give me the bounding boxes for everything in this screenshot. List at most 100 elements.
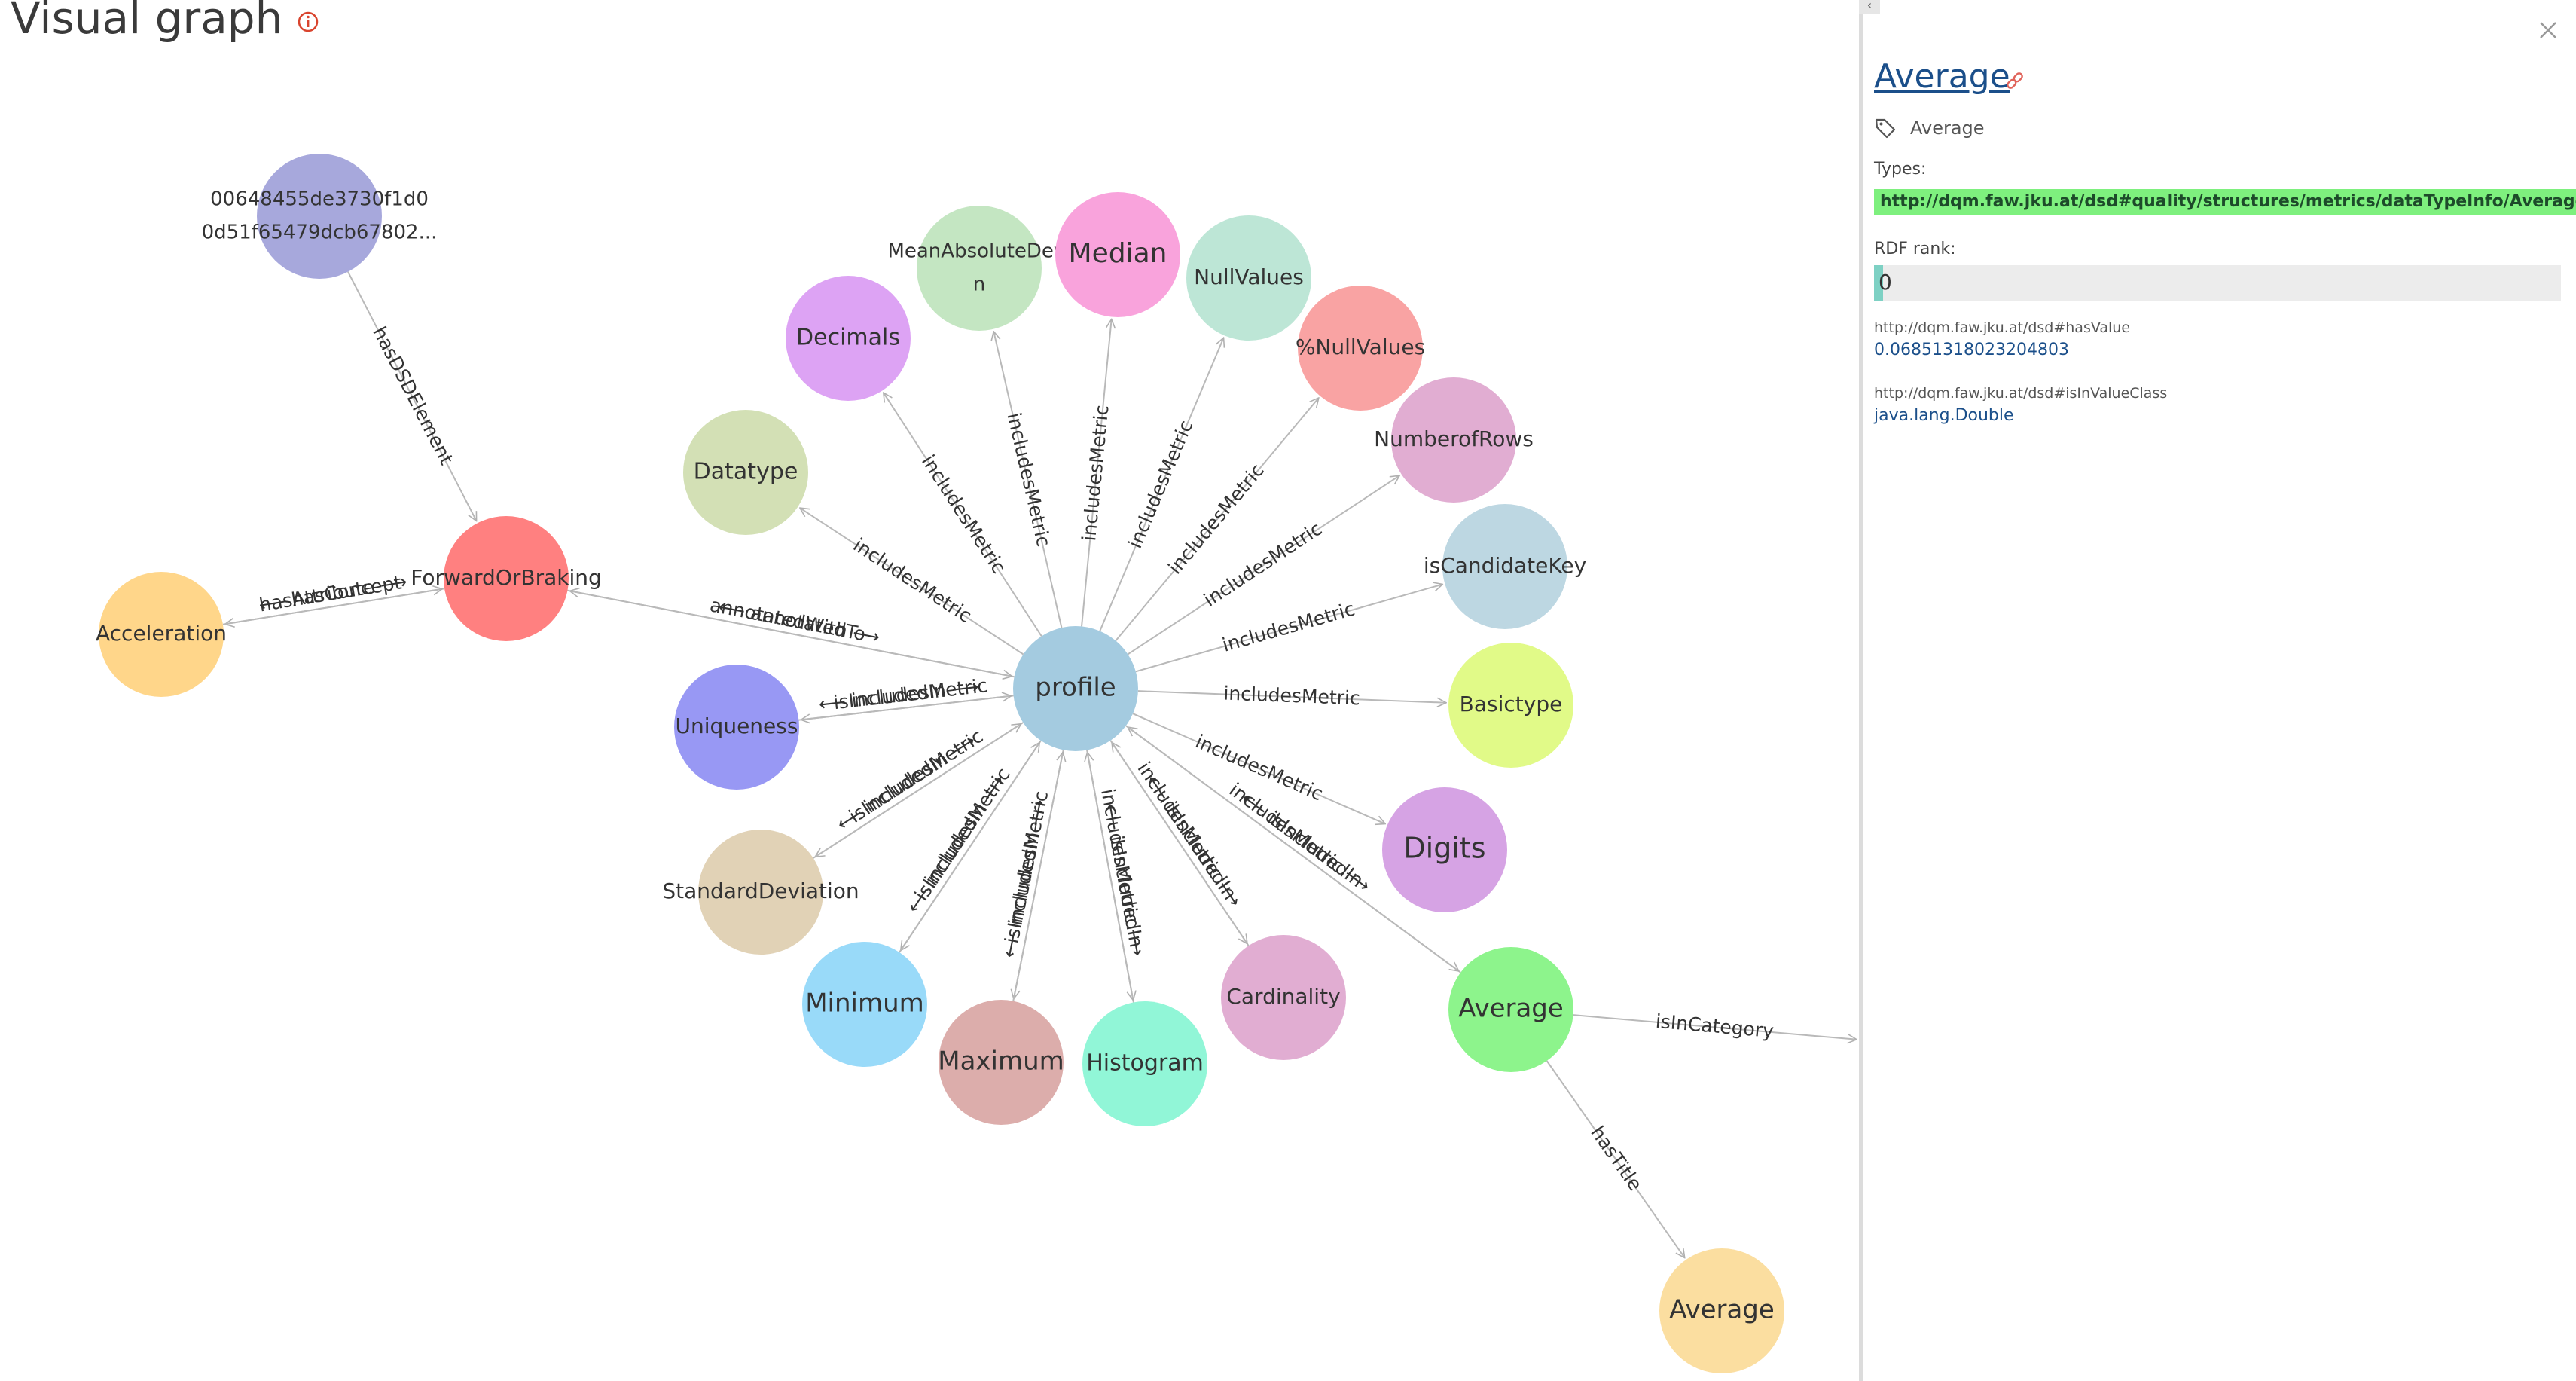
node-circle[interactable] bbox=[1055, 192, 1180, 317]
property-value[interactable]: java.lang.Double bbox=[1874, 406, 2014, 425]
node-circle[interactable] bbox=[1382, 787, 1507, 912]
graph-edge[interactable] bbox=[899, 743, 1039, 953]
edge-label: includesMetric bbox=[1003, 411, 1055, 548]
page-title: Visual graph bbox=[11, 0, 283, 44]
edge-label: includesMetric bbox=[917, 451, 1010, 577]
graph-node-pctnull[interactable]: %NullValues bbox=[1296, 286, 1425, 411]
node-label: NumberofRows bbox=[1374, 426, 1534, 451]
graph-node-median[interactable]: Median bbox=[1055, 192, 1180, 317]
tag-icon bbox=[1875, 118, 1896, 139]
type-uri-link[interactable]: http://dqm.faw.jku.at/dsd#quality/struct… bbox=[1874, 189, 2576, 215]
graph-node-digits[interactable]: Digits bbox=[1382, 787, 1507, 912]
node-circle[interactable] bbox=[257, 154, 382, 279]
property-key: http://dqm.faw.jku.at/dsd#isInValueClass bbox=[1874, 385, 2168, 402]
node-circle[interactable] bbox=[1082, 1001, 1207, 1126]
graph-node-uniqueness[interactable]: Uniqueness bbox=[674, 665, 799, 790]
graph-node-forward[interactable]: ForwardOrBraking bbox=[411, 516, 602, 641]
graph-node-histogram[interactable]: Histogram bbox=[1082, 1001, 1207, 1126]
graph-node-basictype[interactable]: Basictype bbox=[1448, 643, 1573, 768]
link-icon[interactable] bbox=[2004, 69, 2026, 92]
graph-edge[interactable] bbox=[222, 589, 441, 625]
graph-node-average[interactable]: Average bbox=[1448, 947, 1573, 1072]
graph-edge[interactable] bbox=[884, 393, 1042, 637]
node-circle[interactable] bbox=[1442, 504, 1567, 629]
node-label: Basictype bbox=[1460, 692, 1563, 716]
info-circle-icon[interactable] bbox=[297, 11, 319, 33]
graph-node-datatype[interactable]: Datatype bbox=[683, 410, 808, 535]
graph-node-decimals[interactable]: Decimals bbox=[786, 276, 911, 401]
node-circle[interactable] bbox=[917, 206, 1042, 331]
node-circle[interactable] bbox=[1298, 286, 1423, 411]
property-key: http://dqm.faw.jku.at/dsd#hasValue bbox=[1874, 319, 2131, 336]
graph-edge[interactable] bbox=[1132, 713, 1384, 823]
node-label: Acceleration bbox=[96, 621, 227, 646]
edge-label: ⟵ includesMetric bbox=[818, 674, 989, 715]
graph-edge[interactable] bbox=[1135, 585, 1442, 673]
edge-label: includesMetric ⟶ bbox=[1134, 758, 1247, 911]
graph-edge[interactable] bbox=[1127, 476, 1399, 655]
node-circle[interactable] bbox=[1448, 643, 1573, 768]
graph-edge[interactable] bbox=[1546, 1060, 1685, 1257]
node-circle[interactable] bbox=[1448, 947, 1573, 1072]
graph-edge[interactable] bbox=[813, 724, 1021, 859]
node-circle[interactable] bbox=[802, 942, 927, 1067]
node-circle[interactable] bbox=[99, 572, 224, 697]
graph-node-profile[interactable]: profile bbox=[1013, 626, 1138, 751]
graph-edge[interactable] bbox=[1086, 750, 1133, 1000]
graph-node-rows[interactable]: NumberofRows bbox=[1374, 377, 1534, 503]
graph-edge[interactable] bbox=[1137, 690, 1445, 703]
graph-node-candidate[interactable]: isCandidateKey bbox=[1424, 504, 1586, 629]
entity-title-link[interactable]: Average bbox=[1874, 57, 2010, 96]
types-caption: Types: bbox=[1874, 160, 1927, 179]
node-circle[interactable] bbox=[1221, 935, 1346, 1060]
node-circle[interactable] bbox=[698, 830, 823, 955]
details-panel bbox=[1859, 0, 2576, 1381]
graph-edge[interactable] bbox=[1115, 399, 1318, 641]
graph-edge[interactable] bbox=[798, 696, 1010, 721]
graph-edge[interactable] bbox=[1012, 753, 1063, 1001]
node-circle[interactable] bbox=[1013, 626, 1138, 751]
graph-edge[interactable] bbox=[1125, 725, 1458, 970]
rdf-rank-value: 0 bbox=[1879, 270, 1892, 295]
graph-edge[interactable] bbox=[1081, 320, 1112, 627]
node-circle[interactable] bbox=[1659, 1248, 1784, 1373]
node-circle[interactable] bbox=[939, 1000, 1064, 1125]
node-label: 0d51f65479dcb67802... bbox=[202, 222, 438, 244]
node-label: NullValues bbox=[1194, 264, 1304, 289]
node-circle[interactable] bbox=[786, 276, 911, 401]
node-circle[interactable] bbox=[444, 516, 569, 641]
graph-edge[interactable] bbox=[801, 509, 1024, 655]
graph-node-minimum[interactable]: Minimum bbox=[802, 942, 927, 1067]
node-label: Digits bbox=[1403, 832, 1485, 865]
node-label: n bbox=[973, 273, 985, 296]
collapse-panel-button[interactable]: ‹ bbox=[1859, 0, 1880, 14]
graph-node-nullvalues[interactable]: NullValues bbox=[1186, 215, 1311, 341]
edge-label: isInCategory bbox=[1655, 1010, 1775, 1042]
node-circle[interactable] bbox=[674, 665, 799, 790]
graph-node-maximum[interactable]: Maximum bbox=[938, 1000, 1064, 1125]
edge-label: includesMetric bbox=[1223, 682, 1360, 709]
graph-node-acceleration[interactable]: Acceleration bbox=[96, 572, 227, 697]
rdf-rank-caption: RDF rank: bbox=[1874, 240, 1956, 258]
graph-edge[interactable] bbox=[1573, 1014, 1856, 1039]
graph-node-avgtitle[interactable]: Average bbox=[1659, 1248, 1784, 1373]
node-circle[interactable] bbox=[683, 410, 808, 535]
graph-node-stddev[interactable]: StandardDeviation bbox=[662, 830, 859, 955]
graph-edge[interactable] bbox=[1099, 338, 1223, 631]
graph-node-cardinality[interactable]: Cardinality bbox=[1221, 935, 1346, 1060]
graph-edge[interactable] bbox=[993, 332, 1063, 628]
node-label: Average bbox=[1669, 1295, 1775, 1325]
graph-edge[interactable] bbox=[1109, 740, 1247, 943]
graph-node-dsd[interactable]: 00648455de3730f1d00d51f65479dcb67802... bbox=[202, 154, 438, 279]
node-label: Average bbox=[1458, 994, 1564, 1024]
graph-edge[interactable] bbox=[567, 589, 1011, 677]
graph-edge[interactable] bbox=[347, 271, 476, 521]
node-circle[interactable] bbox=[1186, 215, 1311, 341]
edge-label: ⟵ hasConcept bbox=[257, 571, 403, 616]
close-icon[interactable] bbox=[2535, 17, 2562, 44]
node-circle[interactable] bbox=[1391, 377, 1516, 503]
property-value: 0.06851318023204803 bbox=[1874, 341, 2069, 359]
